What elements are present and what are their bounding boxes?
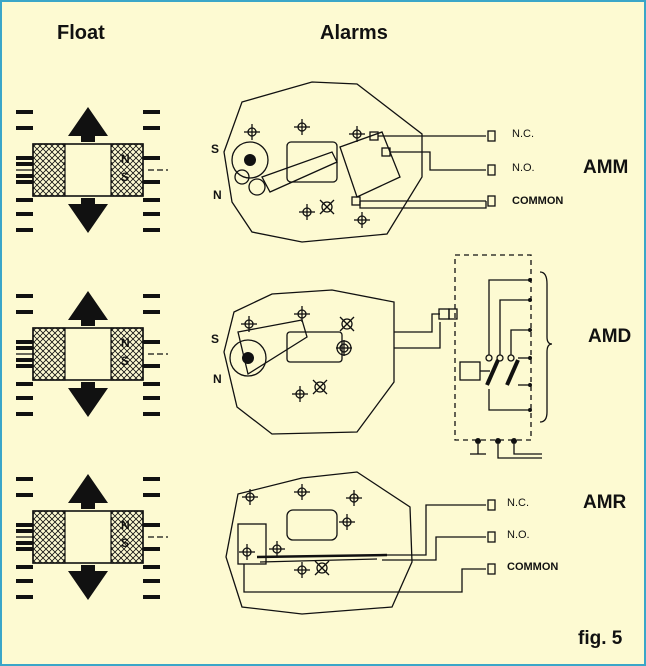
float-column-header: Float bbox=[57, 22, 105, 44]
float-amm-north-label: N bbox=[121, 152, 130, 166]
float-unit-amr bbox=[14, 472, 170, 602]
float-amr-north-label: N bbox=[121, 518, 130, 532]
amd-s-pole-label: S bbox=[211, 332, 220, 346]
amr-common-terminal-label: COMMON bbox=[507, 561, 559, 573]
alarms-column-header: Alarms bbox=[320, 22, 388, 44]
float-amm-south-label: S bbox=[121, 170, 130, 184]
amd-model-code: AMD bbox=[588, 326, 632, 347]
switch-body-amd bbox=[223, 254, 553, 459]
amm-nc-terminal-label: N.C. bbox=[512, 128, 534, 140]
amm-n-pole-label: N bbox=[213, 188, 222, 202]
amm-model-code: AMM bbox=[583, 157, 629, 178]
float-amd-north-label: N bbox=[121, 336, 130, 350]
amd-n-pole-label: N bbox=[213, 372, 222, 386]
amr-model-code: AMR bbox=[583, 492, 627, 513]
switch-body-amr bbox=[225, 471, 496, 615]
amm-no-terminal-label: N.O. bbox=[512, 162, 535, 174]
float-unit-amd bbox=[14, 289, 170, 419]
float-amr-south-label: S bbox=[121, 536, 130, 550]
amm-common-terminal-label: COMMON bbox=[512, 195, 564, 207]
figure-label: fig. 5 bbox=[578, 628, 623, 649]
amr-no-terminal-label: N.O. bbox=[507, 529, 530, 541]
float-unit-amm bbox=[14, 105, 170, 235]
amr-nc-terminal-label: N.C. bbox=[507, 497, 529, 509]
float-amd-south-label: S bbox=[121, 354, 130, 368]
amm-s-pole-label: S bbox=[211, 142, 220, 156]
switch-body-amm bbox=[223, 81, 496, 243]
